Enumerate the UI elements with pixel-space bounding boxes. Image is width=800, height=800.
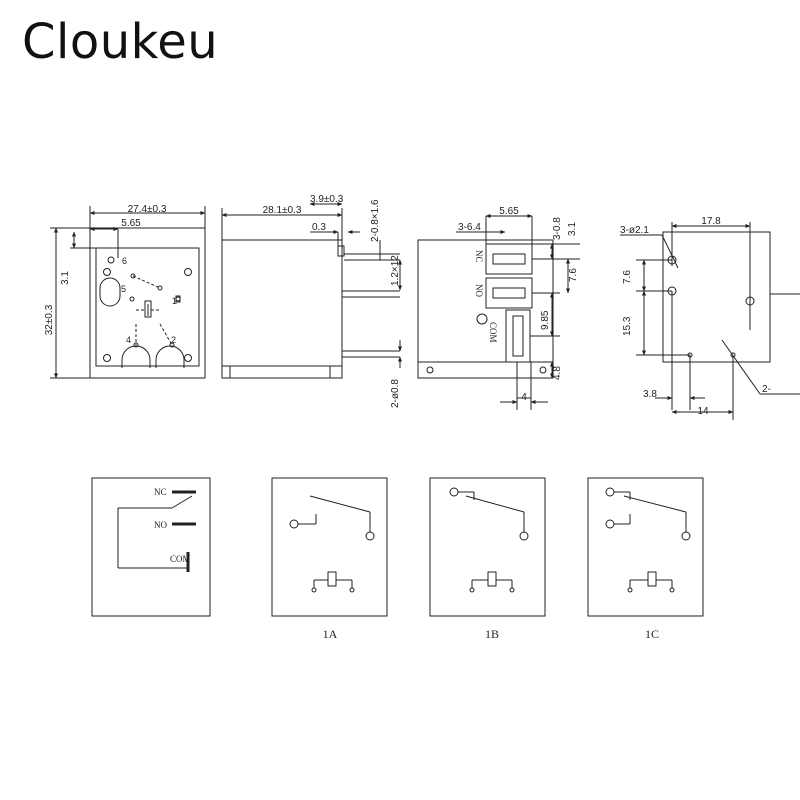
front-gap2-dim: 9.85: [540, 310, 551, 330]
bottom-width-dim: 27.4±0.3: [128, 204, 167, 215]
front-tab-w-dim: 4: [521, 392, 527, 403]
bottom-side-offset-dim: 3.1: [60, 271, 71, 285]
side-length-dim: 28.1±0.3: [263, 205, 302, 216]
pcb-holes-dim: 3-ø2.1: [620, 225, 649, 236]
pcb-offset-dim: 3.8: [643, 389, 657, 400]
front-com-label: COM: [488, 322, 498, 343]
pcb-layout-view: [620, 222, 800, 420]
front-gap1-dim: 7.6: [568, 268, 579, 282]
front-slot-dim: 3-6.4: [458, 222, 481, 233]
schematic-nc-label: NC: [154, 487, 167, 497]
bottom-pin-offset-dim: 5.65: [121, 218, 141, 229]
pcb-gap1-dim: 7.6: [622, 270, 633, 284]
side-terminal-pitch-dim: 1.2×12: [390, 255, 401, 286]
side-view: [221, 202, 402, 379]
pin-label-4: 4: [126, 335, 131, 345]
side-terminal-size-dim: 2-0.8×1.6: [370, 199, 381, 242]
schematic-no-label: NO: [154, 520, 167, 530]
bottom-view-outline: [89, 227, 206, 379]
front-no-label: NO: [474, 284, 484, 297]
front-nc-label: NC: [474, 250, 484, 263]
schematic-1c-frame: [587, 477, 704, 617]
caption-1a: 1A: [323, 627, 338, 641]
pcb-gap2-dim: 15.3: [622, 316, 633, 336]
brand-logo: Cloukeu: [22, 14, 219, 70]
schematic-1a-frame: [271, 477, 388, 617]
front-slot-w-dim: 3-0.8: [552, 217, 563, 240]
front-view: [417, 214, 580, 410]
side-pin-dia-dim: 2-ø0.8: [390, 379, 401, 408]
terminal-schematic-frame: [91, 477, 211, 617]
side-tab-thk-dim: 0.3: [312, 222, 326, 233]
bottom-height-dim: 32±0.3: [44, 304, 55, 335]
bottom-view: [50, 206, 206, 379]
front-tab-h-dim: 4.8: [552, 366, 563, 380]
pin-label-6: 6: [122, 256, 127, 266]
pcb-span-dim: 14: [697, 406, 709, 417]
pcb-outline: [662, 231, 771, 363]
pcb-pin-holes-dim: 2-: [762, 384, 771, 395]
side-view-outline: [221, 239, 343, 379]
caption-1b: 1B: [485, 627, 499, 641]
front-pitch-dim: 5.65: [499, 206, 519, 217]
terminal-schematic: [91, 477, 211, 617]
pin-label-5: 5: [121, 284, 126, 294]
bottom-view-inner: [95, 247, 200, 367]
schematic-com-label: COM: [170, 554, 191, 564]
pcb-width-dim: 17.8: [701, 216, 721, 227]
front-edge-dim: 3.1: [567, 222, 578, 236]
side-tab-offset-dim: 3.9±0.3: [310, 194, 344, 205]
pin-label-2: 2: [171, 335, 176, 345]
schematic-1a: [271, 477, 388, 617]
schematic-1b-frame: [429, 477, 546, 617]
caption-1c: 1C: [645, 627, 659, 641]
schematic-1b: [429, 477, 546, 617]
com-terminal-slot: [505, 309, 531, 363]
pin-label-1: 1: [172, 296, 177, 306]
schematic-1c: [587, 477, 704, 617]
